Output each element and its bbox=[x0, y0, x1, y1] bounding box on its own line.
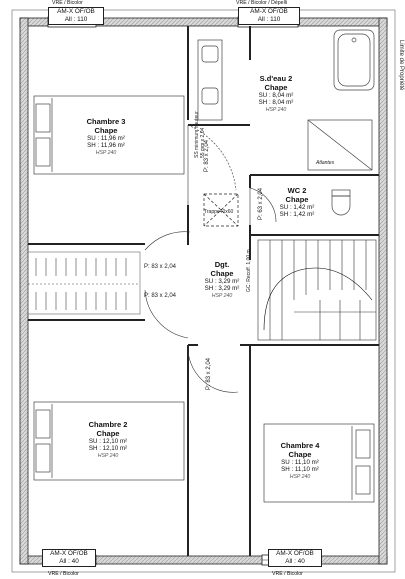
room-floor: Chape bbox=[96, 428, 120, 438]
window-top-right-size: All : 110 bbox=[257, 16, 281, 23]
room-floor: Chape bbox=[94, 125, 118, 135]
bathroom-fixtures bbox=[197, 29, 375, 216]
attic-hatch bbox=[203, 193, 239, 227]
room-label-chambre2: Chambre 2 Chape SU : 12,10 m² SH : 12,10… bbox=[72, 420, 144, 459]
bed-chambre2 bbox=[33, 401, 185, 481]
door-label-dgt-1: P: 83 x 2,04 bbox=[144, 264, 177, 270]
room-su: SU : 11,10 m² bbox=[281, 459, 319, 467]
room-floor: Chape bbox=[210, 268, 234, 278]
room-label-chambre3: Chambre 3 Chape SU : 11,96 m² SH : 11,96… bbox=[70, 117, 142, 156]
window-bottom-right-tag: AM-X OF/OB All : 40 bbox=[268, 549, 322, 567]
room-sh: SH : 11,10 m² bbox=[281, 466, 319, 474]
window-top-right-vre: VRE / Bicolor / Dépelli bbox=[236, 0, 288, 6]
room-su: SU : 3,29 m² bbox=[204, 278, 240, 286]
bed-chambre3 bbox=[33, 95, 185, 175]
room-label-sdeau2: S.d'eau 2 Chape SU : 8,04 m² SH : 8,04 m… bbox=[244, 74, 308, 113]
interior-walls bbox=[28, 26, 379, 556]
room-name: Chambre 4 bbox=[280, 441, 320, 450]
window-bottom-right-size: All : 40 bbox=[285, 558, 305, 565]
room-name: Chambre 3 bbox=[86, 117, 126, 126]
room-hsp: HSP 240 bbox=[289, 473, 311, 480]
room-label-chambre4: Chambre 4 Chape SU : 11,10 m² SH : 11,10… bbox=[264, 441, 336, 480]
room-sh: SH : 11,96 m² bbox=[87, 142, 125, 150]
room-hsp: HSP 240 bbox=[95, 149, 117, 156]
window-top-left-size: All : 110 bbox=[64, 16, 88, 23]
window-bottom-right-ref: AM-X OF/OB bbox=[276, 550, 314, 557]
window-bottom-left-tag: AM-X OF/OB All : 40 bbox=[42, 549, 96, 567]
exterior-walls bbox=[11, 9, 396, 573]
window-bottom-right-vre: VRE / Bicolor bbox=[272, 571, 303, 577]
bed-chambre4 bbox=[263, 423, 375, 503]
room-name: WC 2 bbox=[287, 186, 307, 195]
room-su: SU : 12,10 m² bbox=[88, 438, 128, 446]
room-hsp: HSP 240 bbox=[97, 452, 119, 459]
room-su: SU : 8,04 m² bbox=[258, 92, 294, 100]
staircase bbox=[257, 239, 377, 341]
room-name: Dgt. bbox=[214, 260, 230, 269]
room-sh: SH : 8,04 m² bbox=[258, 99, 294, 107]
room-name: S.d'eau 2 bbox=[259, 74, 293, 83]
room-floor: Chape bbox=[264, 82, 288, 92]
window-top-right-tag: AM-X OF/OB All : 110 bbox=[238, 7, 300, 25]
window-top-left-tag: AM-X OF/OB All : 110 bbox=[48, 7, 104, 25]
shower-label: Atlantes bbox=[316, 160, 335, 166]
door-label-dgt-2: P: 83 x 2,04 bbox=[144, 293, 177, 299]
door-label-wc: P: 63 x 2,04 bbox=[258, 187, 264, 220]
window-top-left-ref: AM-X OF/OB bbox=[57, 8, 95, 15]
room-hsp: HSP 240 bbox=[211, 292, 233, 299]
window-bottom-left-size: All : 40 bbox=[59, 558, 79, 565]
room-su: SU : 11,96 m² bbox=[87, 135, 125, 143]
window-top-right-ref: AM-X OF/OB bbox=[250, 8, 288, 15]
ss-height-label: 55 mm x 2,04 bbox=[200, 127, 206, 158]
window-bottom-left-vre: VRE / Bicolor bbox=[48, 571, 79, 577]
room-sh: SH : 3,29 m² bbox=[204, 285, 240, 293]
door-swings bbox=[144, 124, 277, 393]
room-floor: Chape bbox=[285, 194, 309, 204]
room-sh: SH : 12,10 m² bbox=[88, 445, 128, 453]
attic-hatch-label: Trappe40x60 bbox=[204, 209, 234, 215]
room-hsp: HSP 240 bbox=[265, 106, 287, 113]
room-floor: Chape bbox=[288, 449, 312, 459]
window-top-left-vre: VRE / Bicolor bbox=[52, 0, 83, 6]
room-sh: SH : 1,42 m² bbox=[279, 211, 315, 219]
window-bottom-left-ref: AM-X OF/OB bbox=[50, 550, 88, 557]
guard-rail-label: GC: Recoff. 1,00 m bbox=[246, 249, 252, 292]
room-label-wc2: WC 2 Chape SU : 1,42 m² SH : 1,42 m² bbox=[270, 186, 324, 219]
room-label-dgt: Dgt. Chape SU : 3,29 m² SH : 3,29 m² HSP… bbox=[194, 260, 250, 299]
property-limit-label: Limite de Propriété bbox=[398, 40, 404, 91]
wardrobe bbox=[27, 251, 141, 315]
room-su: SU : 1,42 m² bbox=[279, 204, 315, 212]
room-name: Chambre 2 bbox=[88, 420, 128, 429]
door-label-bottom: P: 83 x 2,04 bbox=[206, 357, 212, 390]
